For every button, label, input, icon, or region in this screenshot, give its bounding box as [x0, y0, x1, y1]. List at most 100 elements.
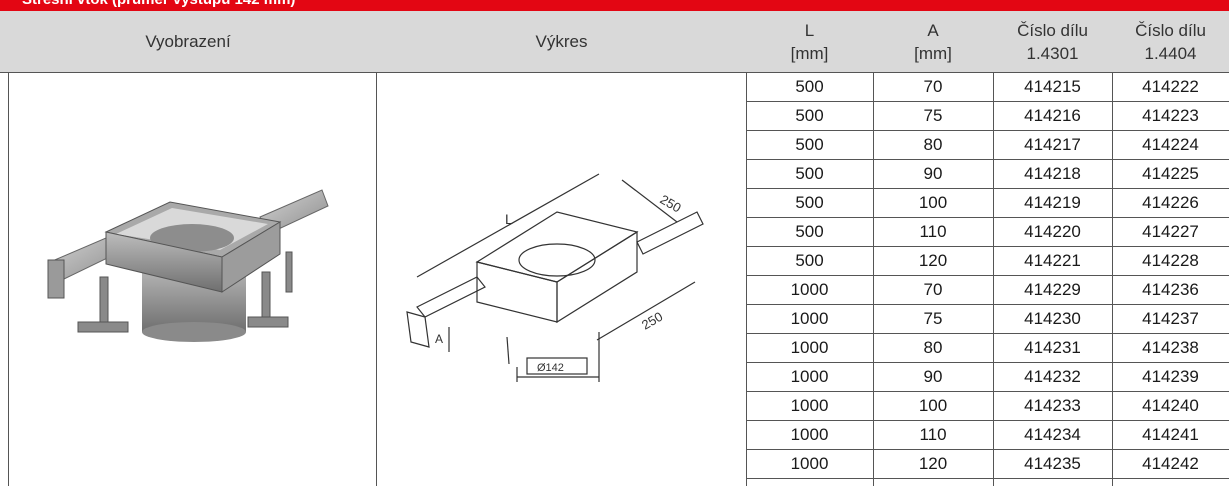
table-row: 500 110 414220 414227: [746, 217, 1229, 246]
cell-A: 75: [923, 105, 943, 125]
cell-p2: 414228: [1142, 250, 1199, 270]
header-A-label: A: [927, 20, 939, 40]
grid-line: [746, 391, 1229, 392]
grid-line: [746, 449, 1229, 450]
header-image-label: Vyobrazení: [145, 32, 231, 51]
cell-p2: 414237: [1142, 308, 1199, 328]
header-image: Vyobrazení: [0, 11, 376, 72]
table-row: 1000 75 414230 414237: [746, 304, 1229, 333]
cell-A: 80: [923, 134, 943, 154]
cell-A: 80: [923, 337, 943, 357]
cell-A: 110: [919, 221, 947, 241]
cell-L: 500: [795, 192, 824, 212]
grid-line: [0, 72, 1229, 73]
grid-line: [746, 246, 1229, 247]
grid-line: [993, 72, 994, 486]
cell-p1: 414229: [1024, 279, 1081, 299]
cell-p1: 414231: [1024, 337, 1081, 357]
product-image: [47, 189, 329, 342]
header-part2: Číslo dílu 1.4404: [1112, 11, 1229, 72]
drawing-label-250-top: 250: [658, 192, 684, 216]
grid-line: [746, 72, 747, 486]
grid-line: [376, 72, 377, 486]
cell-p1: 414219: [1024, 192, 1081, 212]
cell-A: 100: [918, 395, 948, 415]
cell-p1: 414220: [1024, 221, 1081, 241]
header-part1-label: Číslo dílu: [1017, 20, 1088, 40]
cell-A: 70: [923, 279, 943, 299]
cell-A: 75: [923, 308, 943, 328]
header-A: A [mm]: [873, 11, 993, 72]
cell-p1: 414234: [1024, 424, 1081, 444]
header-part1-material: 1.4301: [1026, 43, 1079, 63]
cell-p2: 414239: [1142, 366, 1199, 386]
section-banner: Střešní vtok (průměr výstupu 142 mm): [0, 0, 1229, 11]
cell-A: 120: [918, 453, 948, 473]
cell-L: 500: [795, 134, 824, 154]
cell-p1: 414221: [1024, 250, 1081, 270]
cell-L: 1000: [790, 279, 829, 299]
table-row: 500 80 414217 414224: [746, 130, 1229, 159]
drawing-label-L: L: [505, 211, 513, 227]
cell-p2: 414225: [1142, 163, 1199, 183]
cell-L: 1000: [790, 395, 829, 415]
cell-p2: 414241: [1142, 424, 1199, 444]
cell-p1: 414218: [1024, 163, 1081, 183]
header-L: L [mm]: [746, 11, 873, 72]
cell-p2: 414223: [1142, 105, 1199, 125]
cell-p1: 414215: [1024, 76, 1081, 96]
cell-p2: 414238: [1142, 337, 1199, 357]
header-part1: Číslo dílu 1.4301: [993, 11, 1112, 72]
grid-line: [746, 478, 1229, 479]
grid-line: [1112, 72, 1113, 486]
table-row: 1000 90 414232 414239: [746, 362, 1229, 391]
header-part2-label: Číslo dílu: [1135, 20, 1206, 40]
cell-p1: 414232: [1024, 366, 1081, 386]
cell-A: 70: [923, 76, 943, 96]
cell-p2: 414226: [1142, 192, 1199, 212]
grid-line: [746, 420, 1229, 421]
cell-p2: 414224: [1142, 134, 1199, 154]
grid-line: [873, 72, 874, 486]
cell-L: 1000: [790, 366, 829, 386]
header-L-unit: [mm]: [790, 43, 829, 63]
drawing-label-A: A: [435, 332, 443, 346]
cell-L: 500: [795, 163, 824, 183]
cell-L: 500: [795, 105, 824, 125]
header-A-unit: [mm]: [914, 43, 952, 63]
grid-line: [746, 275, 1229, 276]
table-header: Vyobrazení Výkres L [mm] A [mm] Číslo dí…: [0, 11, 1229, 72]
grid-line: [746, 101, 1229, 102]
grid-line: [746, 217, 1229, 218]
cell-p1: 414233: [1024, 395, 1081, 415]
section-title: Střešní vtok (průměr výstupu 142 mm): [22, 0, 295, 8]
cell-p1: 414230: [1024, 308, 1081, 328]
header-drawing: Výkres: [377, 11, 746, 72]
header-drawing-label: Výkres: [535, 32, 588, 51]
grid-line: [746, 159, 1229, 160]
cell-L: 500: [795, 250, 824, 270]
cell-p2: 414227: [1142, 221, 1199, 241]
cell-L: 1000: [790, 453, 829, 473]
table-row: 500 120 414221 414228: [746, 246, 1229, 275]
cell-A: 100: [918, 192, 948, 212]
cell-L: 500: [795, 221, 824, 241]
header-L-label: L: [804, 20, 815, 40]
cell-p1: 414216: [1024, 105, 1081, 125]
cell-p2: 414240: [1142, 395, 1199, 415]
cell-A: 120: [918, 250, 948, 270]
cell-p1: 414217: [1024, 134, 1081, 154]
table-row: 500 75 414216 414223: [746, 101, 1229, 130]
technical-drawing: L 250 250 A Ø142: [406, 173, 704, 382]
cell-A: 90: [923, 366, 943, 386]
cell-L: 1000: [790, 308, 829, 328]
grid-line: [746, 333, 1229, 334]
table-row: 1000 100 414233 414240: [746, 391, 1229, 420]
cell-L: 500: [795, 76, 824, 96]
